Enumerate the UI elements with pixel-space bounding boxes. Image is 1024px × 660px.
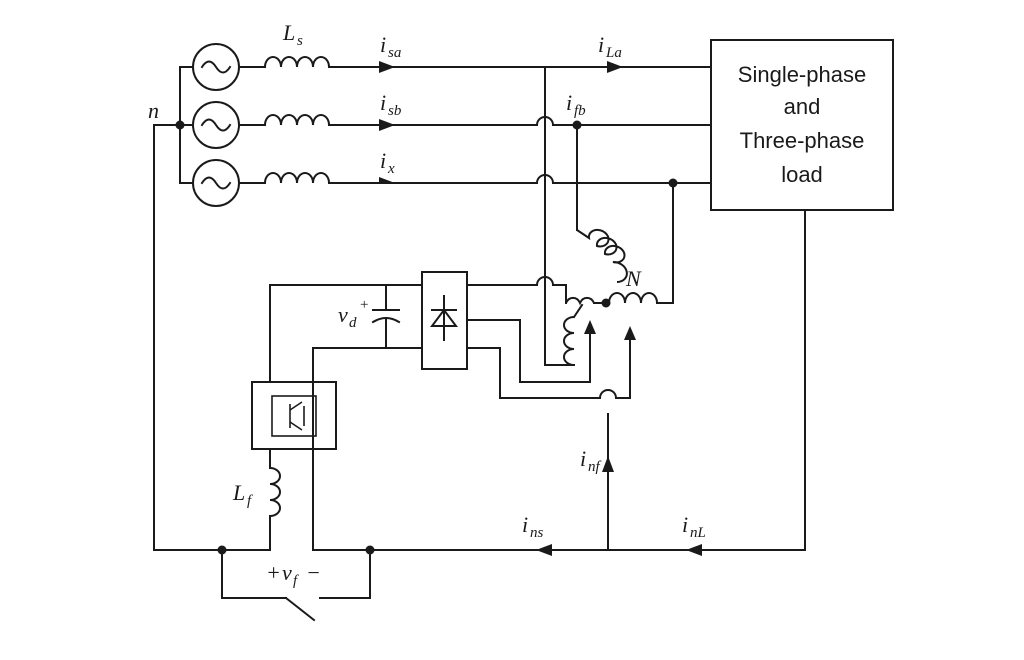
- zigzag-winding-c: [608, 292, 658, 304]
- label-ifb: i: [566, 90, 572, 115]
- load-text-4: load: [781, 162, 823, 187]
- label-inf-sub: nf: [588, 459, 602, 475]
- label-vd-sub: d: [349, 315, 357, 331]
- neutral-return-left: [153, 124, 271, 551]
- dc-bus-top: [269, 284, 423, 383]
- label-ix: i: [380, 148, 386, 173]
- arrow-iLa: [607, 61, 623, 73]
- dc-capacitor: [371, 284, 401, 349]
- filter-neutral-path: [602, 413, 614, 551]
- label-vf: v: [282, 560, 292, 585]
- source-inductor-a: [238, 56, 330, 68]
- label-vd-plus: +: [360, 297, 368, 313]
- label-inf: i: [580, 446, 586, 471]
- arrow-isa: [379, 61, 395, 73]
- load-text-3: Three-phase: [740, 128, 865, 153]
- label-ins: i: [522, 512, 528, 537]
- label-ins-sub: ns: [530, 525, 544, 541]
- label-Lf: L: [232, 480, 245, 505]
- rectifier-wiring: [466, 276, 636, 400]
- label-Ls-sub: s: [297, 33, 303, 49]
- label-vd: v: [338, 302, 348, 327]
- source-inductor-b: [238, 114, 330, 126]
- zigzag-winding-b: [576, 228, 628, 283]
- label-ix-sub: x: [387, 161, 395, 177]
- arrow-ix: [379, 177, 395, 183]
- zigzag-winding-a: [563, 303, 584, 366]
- zigzag-core: [565, 296, 611, 308]
- arrow-isb: [379, 119, 395, 131]
- label-isa: i: [380, 32, 386, 57]
- label-neutral-n: n: [148, 98, 159, 123]
- ac-source-a: [192, 43, 240, 91]
- load-text-2: and: [784, 94, 821, 119]
- active-filter-switch-box: [251, 381, 337, 450]
- zigzag-branch-b: [572, 120, 582, 231]
- vf-measurement: [217, 545, 375, 622]
- zigzag-branch-c: [656, 178, 678, 304]
- ac-source-c: [192, 159, 240, 207]
- label-vf-sub: f: [293, 573, 299, 589]
- source-inductor-c: [238, 172, 330, 184]
- label-zigzag-N: N: [625, 266, 642, 291]
- label-Lf-sub: f: [247, 493, 253, 509]
- label-iLa: i: [598, 32, 604, 57]
- label-vf-minus: −: [306, 560, 321, 585]
- load-text-1: Single-phase: [738, 62, 866, 87]
- rectifier-box: [421, 271, 468, 370]
- load-neutral-path: [312, 209, 806, 556]
- label-vf-plus: +: [266, 560, 281, 585]
- label-Ls: L: [282, 20, 295, 45]
- arrow-inf: [602, 456, 614, 472]
- filter-inductor: [269, 448, 281, 551]
- label-isb: i: [380, 90, 386, 115]
- label-inL: i: [682, 512, 688, 537]
- arrow-inL: [686, 544, 702, 556]
- label-isb-sub: sb: [388, 103, 402, 119]
- load-box: Single-phase and Three-phase load: [710, 39, 894, 211]
- source-star-bus: [153, 66, 194, 184]
- label-ifb-sub: fb: [574, 103, 586, 119]
- label-inL-sub: nL: [690, 525, 706, 541]
- ac-source-b: [192, 101, 240, 149]
- arrow-ins: [536, 544, 552, 556]
- label-iLa-sub: La: [605, 45, 622, 61]
- label-isa-sub: sa: [388, 45, 401, 61]
